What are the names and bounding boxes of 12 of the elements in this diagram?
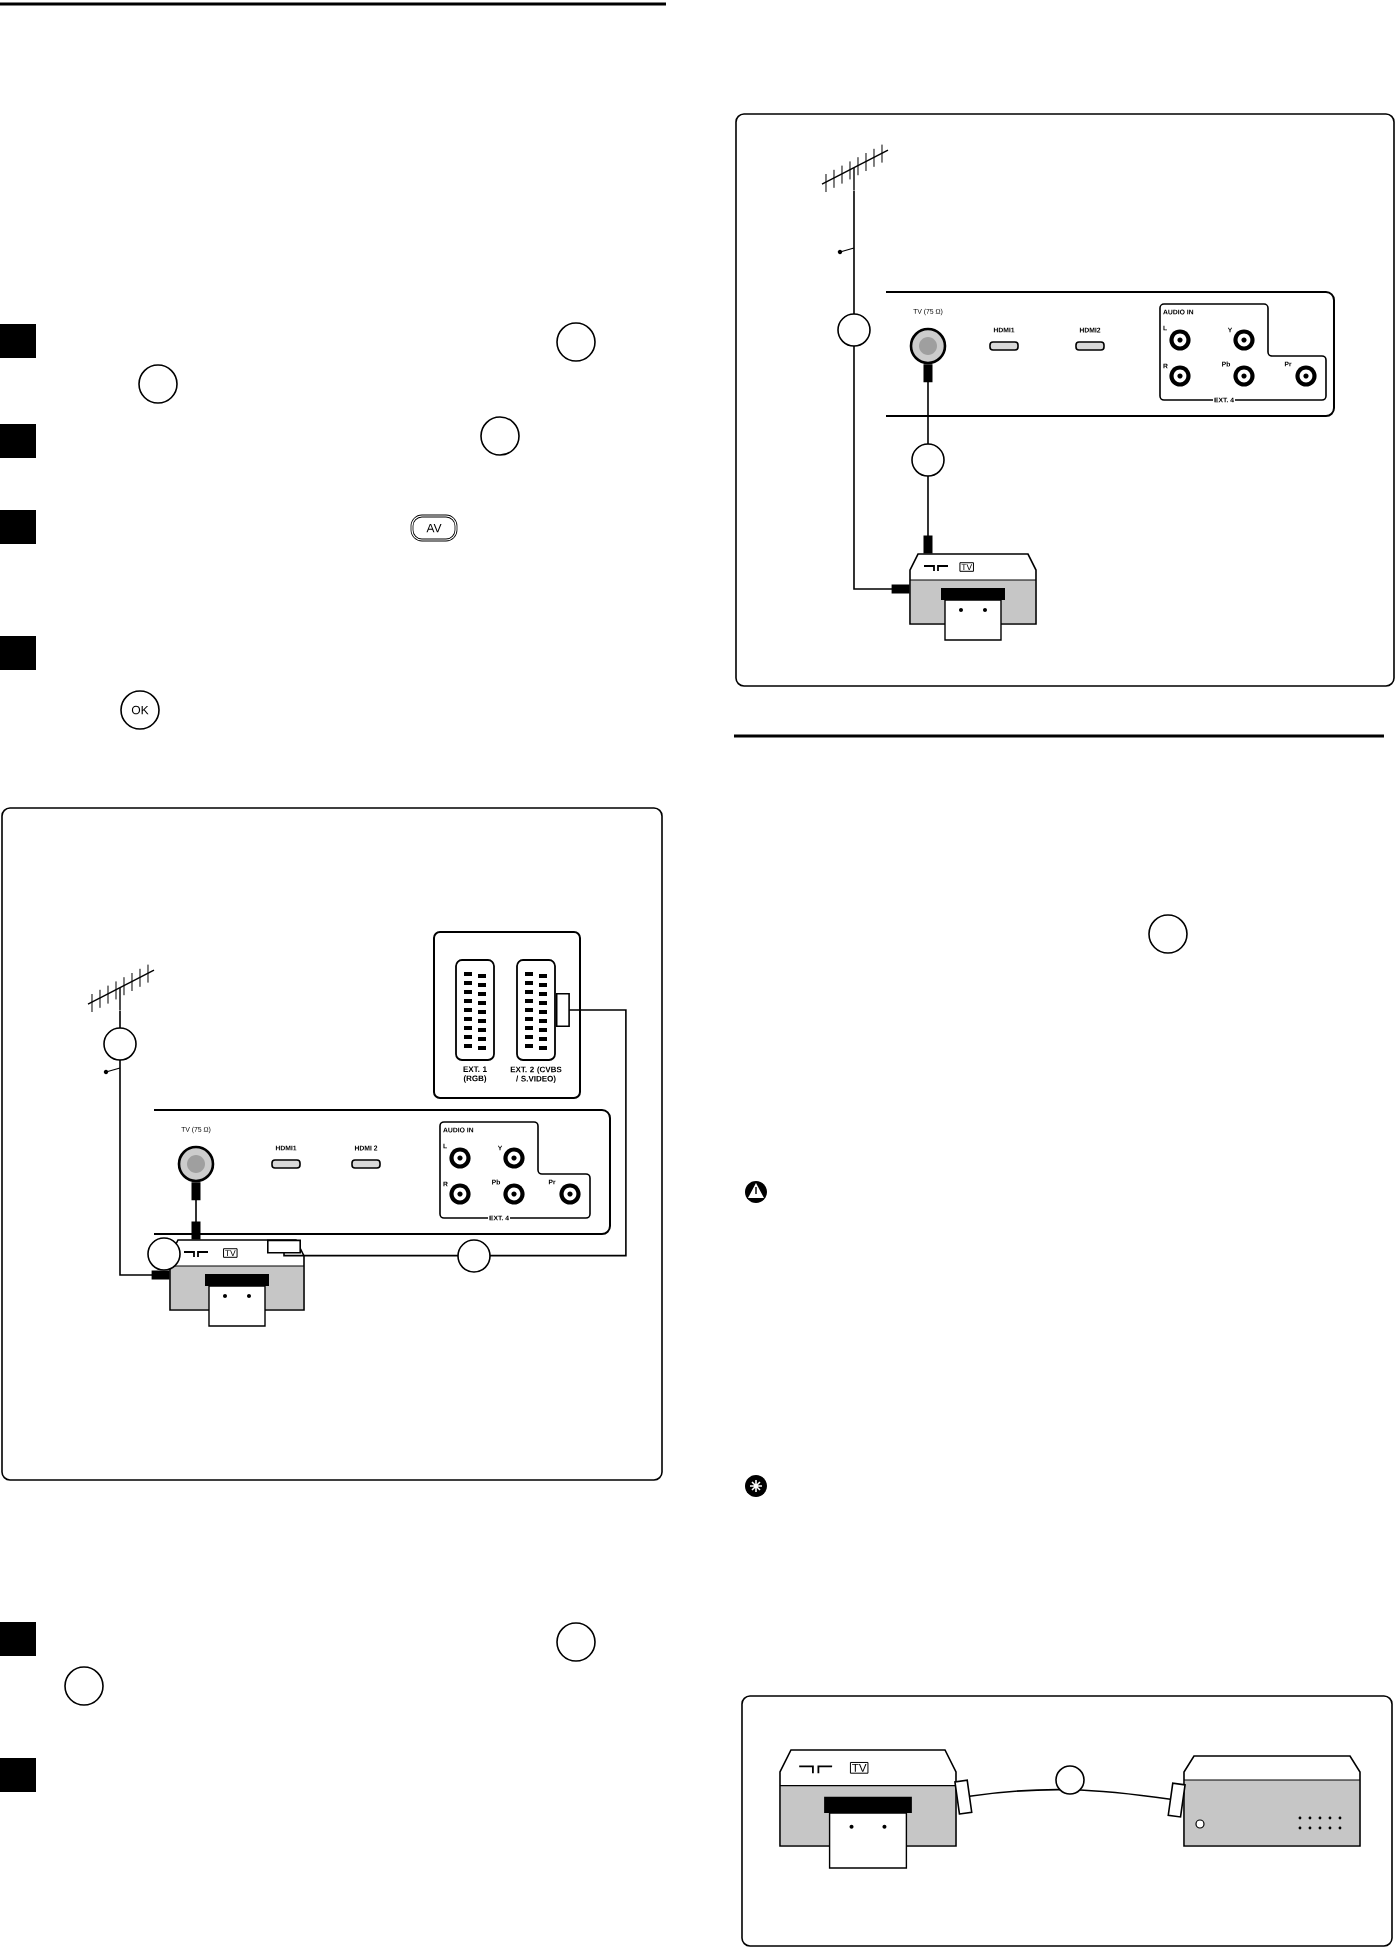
cable — [954, 1779, 1186, 1818]
cable — [191, 1182, 201, 1240]
cable — [267, 993, 627, 1257]
antenna-drawing — [87, 964, 155, 1013]
cable — [923, 364, 933, 554]
cable — [119, 1009, 170, 1280]
receiver-box-drawing — [1183, 1755, 1361, 1847]
antenna-drawing — [821, 144, 889, 193]
recorder-drawing — [779, 1749, 957, 1869]
recorder-drawing — [909, 553, 1037, 641]
cable — [853, 189, 910, 594]
recorder-drawing — [169, 1239, 305, 1327]
